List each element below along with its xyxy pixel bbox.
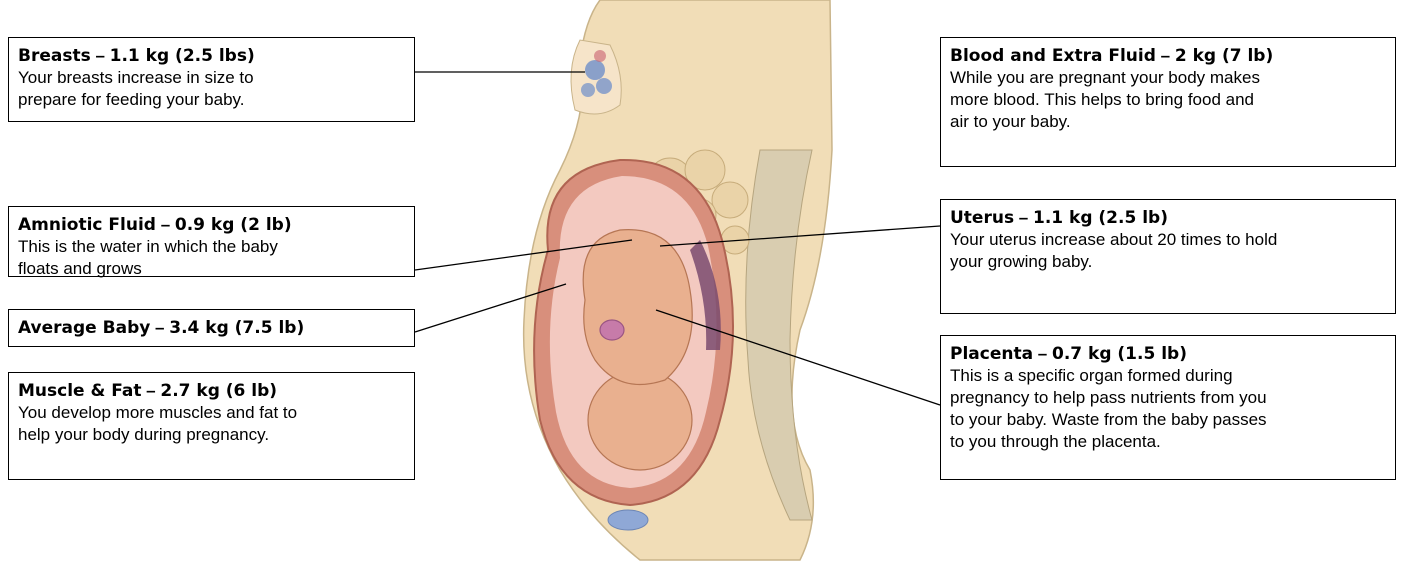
callout-description: Your breasts increase in size to prepare… <box>18 67 405 111</box>
callout-amniotic-fluid: Amniotic Fluid – 0.9 kg (2 lb) This is t… <box>8 206 415 277</box>
callout-weight: 1.1 kg (2.5 lb) <box>1033 208 1168 228</box>
callout-title: Uterus <box>950 208 1014 228</box>
leader-line-baby <box>415 284 566 332</box>
callout-description: You develop more muscles and fat to help… <box>18 402 405 446</box>
callout-weight: 2 kg (7 lb) <box>1175 46 1273 66</box>
callout-uterus: Uterus – 1.1 kg (2.5 lb) Your uterus inc… <box>940 199 1396 314</box>
callout-average-baby: Average Baby – 3.4 kg (7.5 lb) <box>8 309 415 347</box>
leader-line-uterus <box>660 226 940 246</box>
callout-blood-extra-fluid: Blood and Extra Fluid – 2 kg (7 lb) Whil… <box>940 37 1396 167</box>
callout-muscle-fat: Muscle & Fat – 2.7 kg (6 lb) You develop… <box>8 372 415 480</box>
callout-dash: – <box>1014 208 1033 227</box>
callout-weight: 0.7 kg (1.5 lb) <box>1052 344 1187 364</box>
callout-dash: – <box>91 46 110 65</box>
callout-dash: – <box>1033 344 1052 363</box>
callout-weight: 1.1 kg (2.5 lbs) <box>110 46 255 66</box>
callout-description: This is a specific organ formed during p… <box>950 365 1386 453</box>
callout-dash: – <box>1156 46 1175 65</box>
leader-line-placenta <box>656 310 940 405</box>
callout-breasts: Breasts – 1.1 kg (2.5 lbs) Your breasts … <box>8 37 415 122</box>
callout-description: While you are pregnant your body makes m… <box>950 67 1386 133</box>
callout-dash: – <box>150 318 169 337</box>
callout-weight: 0.9 kg (2 lb) <box>175 215 292 235</box>
callout-weight: 2.7 kg (6 lb) <box>160 381 277 401</box>
callout-dash: – <box>141 381 160 400</box>
callout-weight: 3.4 kg (7.5 lb) <box>169 318 304 338</box>
callout-title: Average Baby <box>18 318 150 338</box>
callout-description: This is the water in which the baby floa… <box>18 236 405 280</box>
callout-title: Placenta <box>950 344 1033 364</box>
callout-placenta: Placenta – 0.7 kg (1.5 lb) This is a spe… <box>940 335 1396 480</box>
callout-title: Amniotic Fluid <box>18 215 156 235</box>
callout-title: Muscle & Fat <box>18 381 141 401</box>
leader-line-amniotic <box>415 240 632 270</box>
callout-title: Blood and Extra Fluid <box>950 46 1156 66</box>
callout-description: Your uterus increase about 20 times to h… <box>950 229 1386 273</box>
callout-dash: – <box>156 215 175 234</box>
callout-title: Breasts <box>18 46 91 66</box>
